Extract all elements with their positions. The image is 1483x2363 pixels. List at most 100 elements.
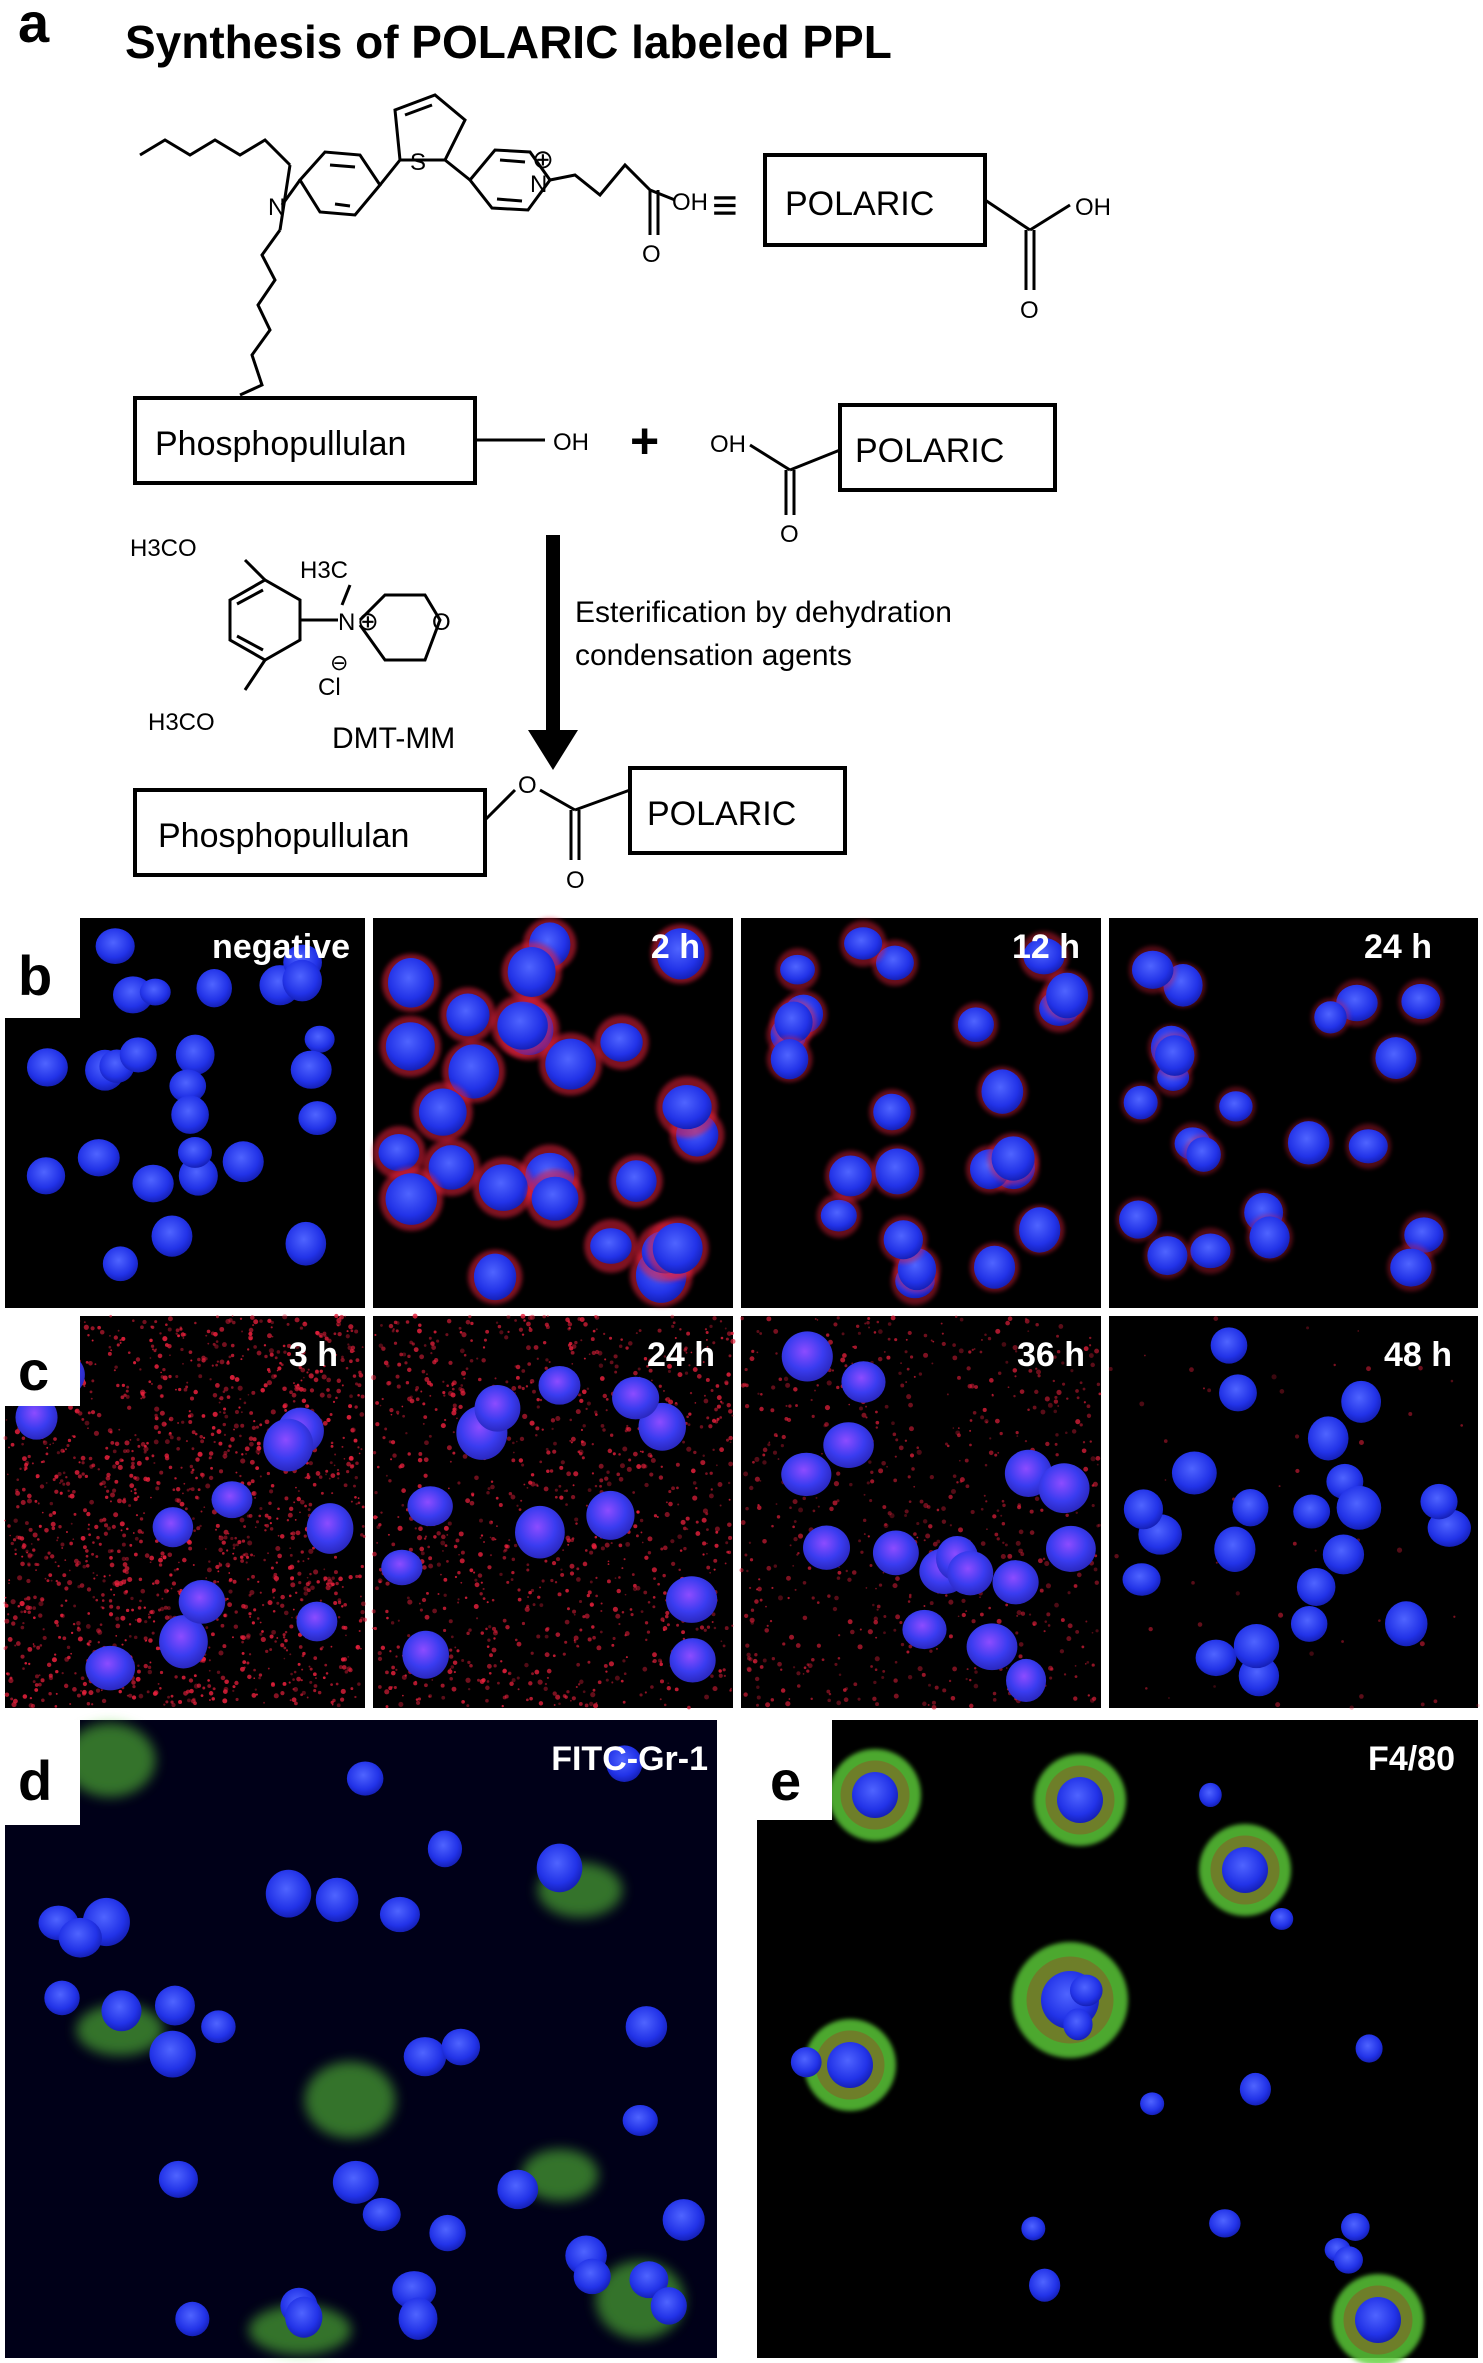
stain-speckle xyxy=(510,1494,516,1500)
stain-speckle xyxy=(1020,1552,1025,1557)
stain-speckle xyxy=(756,1695,761,1700)
stain-speckle xyxy=(762,1453,766,1457)
stain-speckle xyxy=(81,1461,85,1465)
stain-speckle xyxy=(32,1680,36,1684)
stain-speckle xyxy=(961,1598,966,1603)
stain-speckle xyxy=(443,1628,447,1633)
stain-speckle xyxy=(952,1343,956,1347)
stain-speckle xyxy=(864,1322,867,1325)
thiophene-s-atom: S xyxy=(410,149,426,176)
stain-speckle xyxy=(445,1333,449,1337)
stain-speckle xyxy=(1044,1396,1050,1402)
stain-speckle xyxy=(485,1698,489,1703)
stain-speckle xyxy=(131,1695,137,1700)
stain-speckle xyxy=(1024,1317,1028,1321)
stain-speckle xyxy=(245,1561,248,1564)
stain-speckle xyxy=(811,1414,815,1418)
stain-speckle xyxy=(235,1451,238,1454)
stain-speckle xyxy=(296,1383,300,1387)
stain-speckle xyxy=(240,1458,246,1464)
stain-speckle xyxy=(457,1601,460,1604)
stain-speckle xyxy=(405,1320,410,1324)
stain-speckle xyxy=(1056,1334,1059,1338)
stain-speckle xyxy=(446,1560,449,1563)
stain-speckle xyxy=(618,1344,623,1348)
stain-speckle xyxy=(1018,1548,1023,1554)
stain-speckle xyxy=(459,1558,465,1564)
stain-speckle xyxy=(322,1420,328,1426)
stain-speckle xyxy=(264,1513,269,1518)
stain-speckle xyxy=(571,1696,576,1701)
stain-speckle xyxy=(125,1608,130,1613)
stain-speckle xyxy=(1027,1408,1030,1411)
stain-speckle xyxy=(340,1697,345,1702)
stain-speckle xyxy=(657,1658,663,1663)
stain-speckle xyxy=(579,1398,584,1404)
stain-speckle xyxy=(216,1429,222,1435)
stain-speckle xyxy=(789,1544,792,1547)
stain-speckle xyxy=(796,1671,801,1676)
stain-speckle xyxy=(221,1342,227,1348)
stain-speckle xyxy=(1029,1509,1034,1514)
stain-speckle xyxy=(349,1464,354,1469)
stain-speckle xyxy=(546,1450,551,1455)
stain-speckle xyxy=(550,1418,556,1423)
stain-speckle xyxy=(656,1516,659,1518)
stain-speckle xyxy=(980,1415,985,1420)
amine-n-atom: N xyxy=(268,194,285,221)
stain-speckle xyxy=(1050,1667,1054,1671)
stain-speckle xyxy=(959,1480,963,1483)
stain-speckle xyxy=(380,1511,383,1514)
stain-speckle xyxy=(73,1558,79,1564)
stain-speckle xyxy=(676,1486,679,1490)
stain-speckle xyxy=(92,1541,95,1544)
stain-speckle xyxy=(297,1489,300,1493)
stain-speckle xyxy=(1418,1365,1423,1371)
stain-speckle xyxy=(851,1570,857,1575)
stain-speckle xyxy=(7,1524,11,1528)
stain-speckle xyxy=(208,1646,211,1649)
stain-speckle xyxy=(1007,1316,1013,1322)
stain-speckle xyxy=(645,1638,648,1642)
stain-speckle xyxy=(208,1451,214,1456)
stain-speckle xyxy=(349,1394,353,1399)
stain-speckle xyxy=(104,1485,107,1489)
stain-speckle xyxy=(4,1618,10,1624)
stain-speckle xyxy=(463,1353,467,1357)
stain-speckle xyxy=(1017,1503,1022,1507)
stain-speckle xyxy=(739,1568,744,1573)
stain-speckle xyxy=(695,1531,701,1536)
stain-speckle xyxy=(489,1653,493,1658)
stain-speckle xyxy=(679,1328,682,1331)
stain-speckle xyxy=(176,1436,181,1441)
stain-speckle xyxy=(168,1418,171,1421)
stain-speckle xyxy=(223,1613,227,1618)
cell-nucleus xyxy=(991,1136,1035,1181)
stain-speckle xyxy=(41,1698,45,1703)
stain-speckle xyxy=(134,1491,137,1495)
stain-speckle xyxy=(167,1316,173,1322)
stain-speckle xyxy=(200,1510,203,1513)
stain-speckle xyxy=(1213,1685,1216,1688)
stain-speckle xyxy=(764,1628,770,1633)
stain-speckle xyxy=(459,1348,465,1354)
stain-speckle xyxy=(260,1636,266,1643)
stain-speckle xyxy=(948,1679,952,1683)
stain-speckle xyxy=(802,1581,807,1585)
stain-speckle xyxy=(622,1446,628,1452)
stain-speckle xyxy=(332,1698,336,1703)
stain-speckle xyxy=(608,1661,615,1667)
stain-speckle xyxy=(200,1472,205,1478)
stain-speckle xyxy=(1114,1553,1119,1559)
stain-speckle xyxy=(658,1475,664,1480)
stain-speckle xyxy=(177,1422,180,1424)
stain-speckle xyxy=(85,1360,89,1364)
stain-speckle xyxy=(862,1518,867,1523)
stain-speckle xyxy=(577,1683,581,1686)
stain-speckle xyxy=(242,1660,247,1664)
stain-speckle xyxy=(458,1404,463,1410)
stain-speckle xyxy=(531,1672,535,1676)
stain-speckle xyxy=(965,1484,970,1489)
stain-speckle xyxy=(428,1694,433,1698)
stain-speckle xyxy=(134,1434,137,1437)
